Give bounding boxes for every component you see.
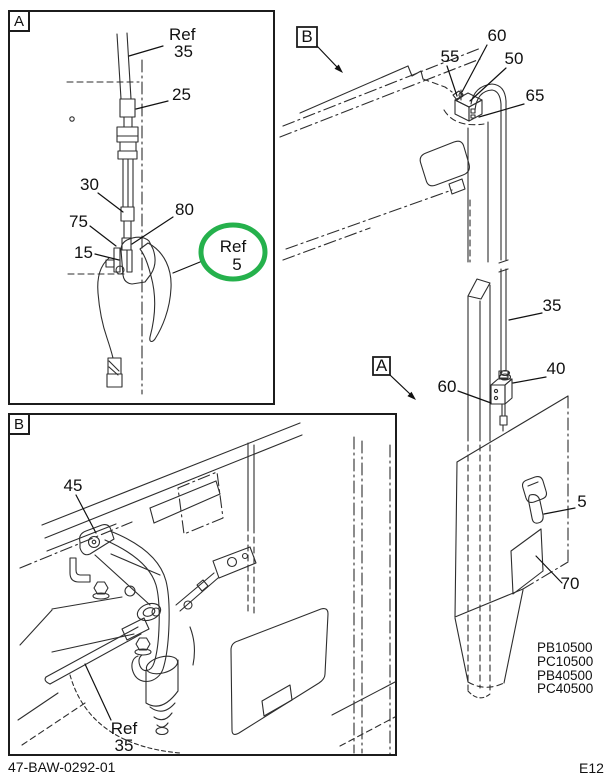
detail-a-callout-30: 30 — [80, 175, 124, 213]
callout-label: 30 — [80, 175, 99, 194]
main-callout-65: 65 — [478, 86, 545, 118]
ref-5-highlight-ellipse — [198, 222, 268, 282]
main-callout-5: 5 — [543, 492, 587, 515]
callout-label: Ref — [111, 719, 138, 738]
callout-label: 5 — [577, 492, 586, 511]
main-callout-55: 55 — [441, 47, 460, 97]
part-number: PB10500 — [537, 640, 593, 655]
part-number-list: PB10500 PC10500 PB40500 PC40500 — [537, 641, 593, 696]
detail-a-callout-25: 25 — [135, 85, 191, 110]
main-view-linework — [279, 47, 569, 699]
arrowhead-icon — [407, 391, 416, 400]
arrowhead-icon — [334, 64, 343, 73]
callout-label: 35 — [115, 736, 134, 754]
detail-a-linework — [66, 32, 172, 395]
main-callout-70: 70 — [535, 555, 580, 593]
callout-label: 15 — [74, 243, 93, 262]
detail-a-corner-marker: A — [8, 10, 30, 32]
detail-b-drawing: 45 Ref 35 — [17, 422, 395, 754]
main-callout-50: 50 — [469, 49, 524, 102]
detail-a-callout-80: 80 — [131, 200, 194, 245]
detail-b-callout-ref35: Ref 35 — [84, 663, 138, 754]
detail-b-callout-45: 45 — [64, 476, 97, 534]
detail-a-view-letter: A — [376, 356, 388, 375]
callout-label: 35 — [174, 42, 193, 61]
part-number: PC40500 — [537, 681, 594, 697]
detail-b-linework — [17, 422, 395, 754]
detail-view-b: B — [8, 413, 397, 756]
callout-label: 60 — [438, 377, 457, 396]
detail-b-corner-marker: B — [8, 413, 30, 435]
main-view-drawing: B A 55 60 50 65 35 — [279, 26, 587, 699]
main-callout-60-lower: 60 — [438, 377, 492, 404]
detail-a-callout-15: 15 — [74, 243, 120, 262]
callout-label: 50 — [505, 49, 524, 68]
main-callout-40: 40 — [512, 359, 566, 384]
callout-label: 80 — [175, 200, 194, 219]
callout-label: 75 — [69, 212, 88, 231]
detail-b-view-letter: B — [301, 27, 312, 46]
callout-label: Ref — [220, 237, 247, 256]
main-callout-60-top: 60 — [461, 26, 507, 93]
callout-label: Ref — [169, 25, 196, 44]
detail-view-a: A — [8, 10, 275, 405]
part-number: PC10500 — [537, 653, 594, 669]
callout-label: 45 — [64, 476, 83, 495]
detail-a-callout-ref35: Ref 35 — [128, 25, 196, 61]
detail-a-callout-ref5: Ref 5 — [172, 237, 247, 274]
callout-label: 25 — [172, 85, 191, 104]
main-callout-35: 35 — [508, 296, 562, 321]
detail-a-drawing: Ref 35 25 30 80 75 15 — [66, 25, 268, 395]
detail-a-view-marker: A — [372, 356, 416, 400]
detail-a-callout-75: 75 — [69, 212, 117, 247]
callout-label: 40 — [547, 359, 566, 378]
part-number: PB40500 — [537, 667, 593, 683]
callout-label: 65 — [526, 86, 545, 105]
callout-label: 55 — [441, 47, 460, 66]
callout-label: 5 — [232, 255, 241, 274]
detail-b-corner-letter: B — [13, 415, 24, 433]
callout-label: 70 — [561, 574, 580, 593]
callout-label: 60 — [488, 26, 507, 45]
detail-a-corner-letter: A — [13, 12, 24, 30]
detail-b-view-marker: B — [296, 26, 343, 73]
page-code: E12 — [579, 760, 604, 776]
callout-label: 35 — [543, 296, 562, 315]
drawing-number: 47-BAW-0292-01 — [8, 759, 116, 775]
